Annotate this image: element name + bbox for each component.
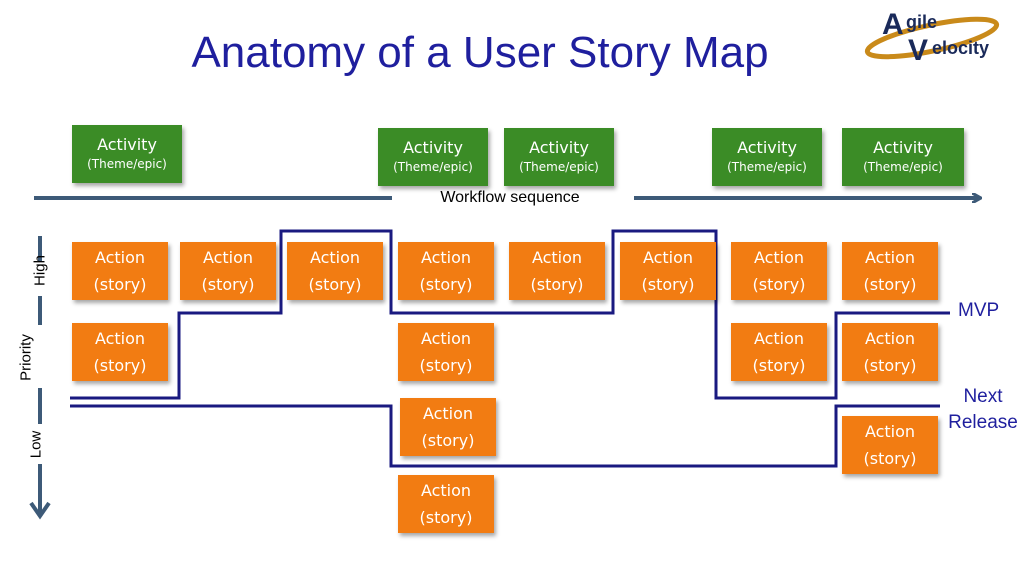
action-card: Action (story) — [731, 242, 827, 300]
action-title: Action — [864, 248, 916, 267]
activity-subtitle: (Theme/epic) — [393, 160, 473, 174]
action-card: Action (story) — [731, 323, 827, 381]
action-subtitle: (story) — [201, 275, 255, 294]
activity-card: Activity (Theme/epic) — [378, 128, 488, 186]
action-card: Action (story) — [620, 242, 716, 300]
action-card: Action (story) — [398, 475, 494, 533]
action-card: Action (story) — [842, 416, 938, 474]
action-subtitle: (story) — [863, 275, 917, 294]
activity-title: Activity — [529, 138, 589, 157]
action-title: Action — [420, 248, 472, 267]
action-title: Action — [753, 248, 805, 267]
axis-label-low: Low — [27, 430, 45, 459]
action-card: Action (story) — [509, 242, 605, 300]
action-title: Action — [864, 422, 916, 441]
logo-text-bottom: elocity — [932, 38, 989, 58]
logo-letter-a: A — [882, 8, 904, 41]
action-card: Action (story) — [72, 242, 168, 300]
action-subtitle: (story) — [752, 356, 806, 375]
next-release-line — [70, 404, 940, 468]
action-title: Action — [864, 329, 916, 348]
activity-title: Activity — [737, 138, 797, 157]
logo-letter-v: V — [908, 34, 928, 64]
action-title: Action — [753, 329, 805, 348]
action-card: Action (story) — [400, 398, 496, 456]
activity-subtitle: (Theme/epic) — [863, 160, 943, 174]
action-title: Action — [422, 404, 474, 423]
logo-text-top: gile — [906, 12, 937, 32]
action-subtitle: (story) — [93, 356, 147, 375]
mvp-label: MVP — [958, 300, 1000, 321]
next-release-label: Next Release — [938, 384, 1024, 436]
activity-card: Activity (Theme/epic) — [72, 125, 182, 183]
action-subtitle: (story) — [530, 275, 584, 294]
action-subtitle: (story) — [93, 275, 147, 294]
activity-subtitle: (Theme/epic) — [727, 160, 807, 174]
action-subtitle: (story) — [419, 508, 473, 527]
axis-label-high: High — [31, 255, 49, 286]
action-title: Action — [309, 248, 361, 267]
action-subtitle: (story) — [308, 275, 362, 294]
activity-title: Activity — [873, 138, 933, 157]
action-title: Action — [642, 248, 694, 267]
agile-velocity-logo: A gile V elocity — [864, 8, 1000, 64]
action-subtitle: (story) — [419, 356, 473, 375]
next-release-line2: Release — [948, 412, 1018, 433]
activity-title: Activity — [403, 138, 463, 157]
action-title: Action — [420, 481, 472, 500]
action-card: Action (story) — [842, 242, 938, 300]
page-title: Anatomy of a User Story Map — [191, 28, 769, 77]
next-release-line1: Next — [963, 386, 1003, 407]
activity-card: Activity (Theme/epic) — [712, 128, 822, 186]
activity-card: Activity (Theme/epic) — [504, 128, 614, 186]
action-title: Action — [531, 248, 583, 267]
action-card: Action (story) — [287, 242, 383, 300]
action-title: Action — [94, 329, 146, 348]
mvp-release-line — [70, 229, 950, 400]
priority-axis-arrowhead — [29, 501, 51, 520]
action-card: Action (story) — [398, 242, 494, 300]
action-card: Action (story) — [180, 242, 276, 300]
action-title: Action — [94, 248, 146, 267]
action-card: Action (story) — [398, 323, 494, 381]
activity-title: Activity — [97, 135, 157, 154]
action-card: Action (story) — [842, 323, 938, 381]
action-title: Action — [202, 248, 254, 267]
axis-label-priority: Priority — [17, 334, 35, 381]
action-subtitle: (story) — [863, 356, 917, 375]
action-subtitle: (story) — [863, 449, 917, 468]
action-subtitle: (story) — [641, 275, 695, 294]
activity-card: Activity (Theme/epic) — [842, 128, 964, 186]
action-card: Action (story) — [72, 323, 168, 381]
action-title: Action — [420, 329, 472, 348]
activity-subtitle: (Theme/epic) — [519, 160, 599, 174]
workflow-sequence-label: Workflow sequence — [440, 189, 580, 206]
action-subtitle: (story) — [752, 275, 806, 294]
action-subtitle: (story) — [421, 431, 475, 450]
action-subtitle: (story) — [419, 275, 473, 294]
activity-subtitle: (Theme/epic) — [87, 157, 167, 171]
